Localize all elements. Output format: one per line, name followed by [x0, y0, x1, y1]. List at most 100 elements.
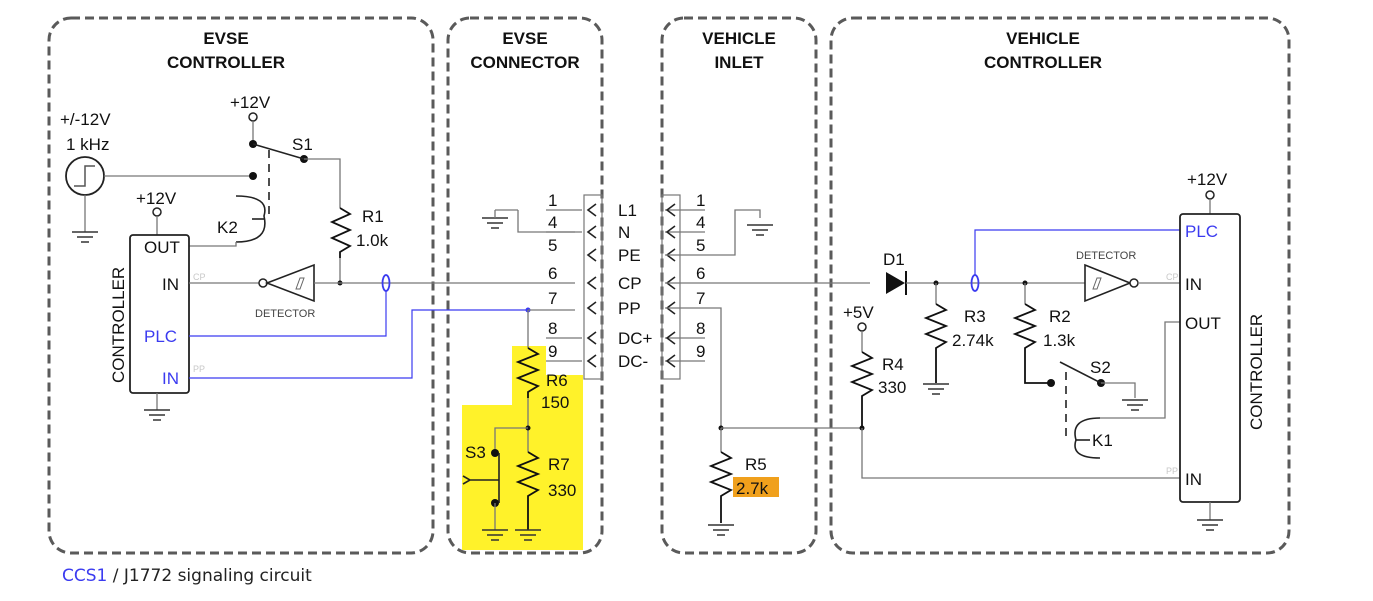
vehicle-chip-supply-terminal: [1205, 190, 1215, 200]
k1-label: K1: [1092, 431, 1113, 450]
evse-detector-icon: [264, 263, 315, 303]
figure-caption: CCS1 / J1772 signaling circuit: [62, 566, 312, 586]
inlet-pin: 6: [665, 264, 705, 290]
r2-name: R2: [1049, 307, 1071, 326]
ground-icon: [72, 231, 98, 243]
evse-connector-title-2: CONNECTOR: [470, 53, 579, 72]
schmitt-glyph-icon: [1092, 277, 1102, 290]
signal-name: PP: [618, 299, 641, 318]
signal-name: N: [618, 223, 630, 242]
evse-pin-number: 1: [548, 191, 557, 210]
ground-icon: [1122, 399, 1148, 411]
signal-name: DC-: [618, 352, 648, 371]
vehicle-inlet-title-2: INLET: [714, 53, 764, 72]
pin-arrow-icon: [586, 225, 597, 239]
r7-name: R7: [548, 455, 570, 474]
r1-name: R1: [362, 207, 384, 226]
vehicle-inlet-title-1: VEHICLE: [702, 29, 776, 48]
caption-text: / J1772 signaling circuit: [107, 566, 312, 586]
evse-controller-box: [47, 16, 435, 555]
inlet-pin-number: 4: [696, 213, 705, 232]
r1-value: 1.0k: [356, 231, 389, 250]
vehicle-pin-in-pp: IN: [1185, 470, 1202, 489]
ground-icon: [482, 217, 508, 229]
r3-resistor-icon: [923, 303, 949, 383]
r5-resistor-icon: [708, 451, 734, 523]
r7-value: 330: [548, 481, 576, 500]
inlet-pin-number: 6: [696, 264, 705, 283]
r5-value-highlight: [733, 477, 779, 497]
evse-cp-tag: CP: [193, 272, 206, 282]
source-voltage-label: +/-12V: [60, 110, 111, 129]
evse-pin-out: OUT: [144, 238, 180, 257]
r3-name: R3: [964, 307, 986, 326]
vehicle-pin-plc: PLC: [1185, 222, 1218, 241]
caption-link-ccs1[interactable]: CCS1: [62, 566, 108, 586]
s2-switch-blade: [1059, 361, 1102, 384]
pin-arrow-icon: [586, 276, 597, 290]
vehicle-pin-in-cp: IN: [1185, 275, 1202, 294]
s3-label: S3: [465, 443, 486, 462]
square-wave-source-icon: [65, 156, 105, 196]
s1-label: S1: [292, 135, 313, 154]
evse-controller-title-1: EVSE: [203, 29, 248, 48]
r2-value: 1.3k: [1043, 331, 1076, 350]
pin-arrow-icon: [665, 331, 676, 345]
s2-ground-wire: [1101, 382, 1136, 398]
vehicle-inlet-housing: [661, 194, 681, 380]
ground-icon: [482, 529, 508, 541]
pin-arrow-icon: [586, 301, 597, 315]
r6-r7-s3-highlight: [462, 346, 583, 550]
evse-connector-pin: 1: [546, 191, 597, 217]
ground-icon: [144, 409, 170, 421]
vehicle-inlet-box: [660, 16, 818, 555]
s3-contact-top: [491, 449, 499, 457]
evse-connector-pin: 5: [548, 236, 597, 262]
ground-icon: [708, 524, 734, 536]
r2-resistor-icon: [1012, 303, 1050, 384]
evse-connector-pin: 8: [546, 319, 597, 345]
r1-resistor-icon: [329, 207, 353, 258]
pin-arrow-icon: [665, 354, 676, 368]
out-to-k2-wire: [189, 242, 237, 247]
evse-connector-pin: 4: [546, 213, 597, 239]
r6-resistor-icon: [515, 347, 541, 398]
vehicle-out-to-k1-wire: [1100, 321, 1180, 419]
pin-arrow-icon: [586, 331, 597, 345]
s1-contact-bottom: [249, 172, 257, 180]
inlet-pin: 8: [665, 319, 705, 345]
evse-controller-chip: [129, 234, 190, 394]
evse-pin-number: 8: [548, 319, 557, 338]
d1-label: D1: [883, 250, 905, 269]
evse-pp-tag: PP: [193, 364, 205, 374]
ground-icon: [515, 529, 541, 541]
vehicle-chip-supply-label: +12V: [1187, 170, 1228, 189]
evse-pin-in-cp: IN: [162, 275, 179, 294]
inlet-pe-ground-wire: [665, 209, 761, 256]
signal-name: DC+: [618, 329, 653, 348]
evse-connector-pin: 7: [548, 289, 597, 315]
evse-chip-supply-label: +12V: [136, 189, 177, 208]
pin-arrow-icon: [665, 203, 676, 217]
evse-pp-sense-wire: [189, 309, 528, 379]
evse-pin-number: 7: [548, 289, 557, 308]
signal-name: CP: [618, 274, 642, 293]
vehicle-controller-chip: [1179, 213, 1241, 503]
r4-supply-terminal: [857, 322, 867, 332]
evse-pin-number: 9: [548, 342, 557, 361]
r7-resistor-icon: [515, 451, 541, 530]
s3-pushbutton-icon: [462, 475, 499, 485]
inlet-pin: 4: [665, 213, 705, 239]
evse-chip-label: CONTROLLER: [109, 267, 128, 383]
signal-name: PE: [618, 246, 641, 265]
evse-connector-pin: 6: [548, 264, 597, 290]
evse-pin-number: 5: [548, 236, 557, 255]
ground-icon: [1197, 519, 1223, 531]
pin-arrow-icon: [586, 248, 597, 262]
inlet-pin-number: 9: [696, 342, 705, 361]
inlet-pp-wire: [665, 307, 722, 428]
inlet-pin: 9: [665, 342, 705, 368]
vehicle-controller-title-2: CONTROLLER: [984, 53, 1102, 72]
pin-arrow-icon: [586, 354, 597, 368]
